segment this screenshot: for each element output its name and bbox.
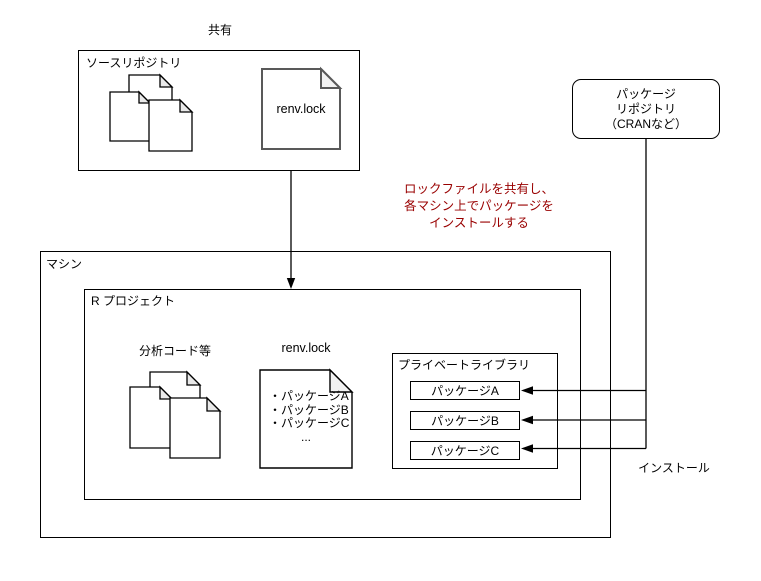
package-a-label: パッケージA [431, 384, 499, 398]
source-repository-title: ソースリポジトリ [86, 56, 182, 70]
package-repository-box: パッケージ リポジトリ （CRANなど） [572, 79, 720, 139]
project-lockfile-label: renv.lock [281, 341, 331, 355]
package-c-label: パッケージC [430, 444, 500, 458]
documents-stack-icon [129, 370, 222, 459]
package-a-box: パッケージA [410, 381, 520, 400]
package-c-box: パッケージC [410, 441, 520, 460]
lockfile-icon [261, 66, 343, 150]
package-b-box: パッケージB [410, 411, 520, 430]
lockfile-package-list: ・パッケージA ・パッケージB ・パッケージC [269, 389, 350, 430]
private-library-title: プライベートライブラリ [398, 358, 531, 372]
private-library-box [392, 353, 558, 469]
source-repository-box [78, 50, 360, 171]
analysis-code-label: 分析コード等 [138, 344, 211, 358]
lockfile-label: renv.lock [276, 102, 326, 116]
lockfile-ellipsis: ... [300, 430, 311, 444]
package-b-label: パッケージB [431, 414, 499, 428]
machine-title: マシン [46, 257, 83, 271]
r-project-title: R プロジェクト [91, 294, 176, 308]
r-project-box [84, 289, 581, 500]
documents-stack-icon [109, 73, 194, 152]
shared-label: 共有 [207, 23, 232, 37]
lockfile-icon [259, 368, 354, 469]
install-label: インストール [638, 461, 710, 475]
share-note: ロックファイルを共有し、 各マシン上でパッケージを インストールする [403, 182, 554, 230]
package-repository-label: パッケージ リポジトリ （CRANなど） [604, 86, 687, 131]
machine-box [40, 251, 611, 538]
